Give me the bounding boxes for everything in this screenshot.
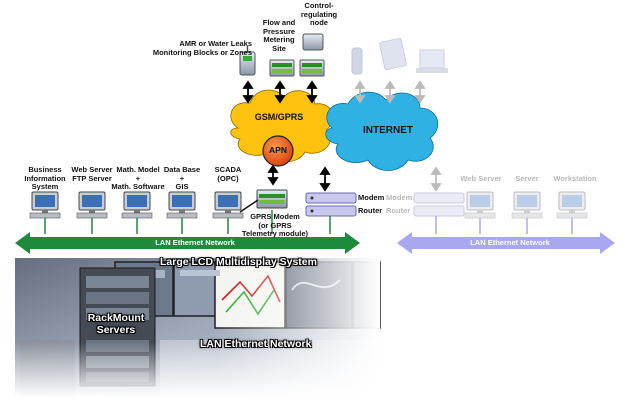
- router-label: Router: [358, 206, 383, 215]
- pc-group-left: [29, 191, 244, 219]
- lan-bar-right: [397, 232, 615, 254]
- pc-business-info-icon: [29, 191, 61, 219]
- link-arrows: [242, 80, 331, 192]
- scada-label: SCADA (OPC): [214, 165, 242, 183]
- workstation-label-faded: Workstation: [553, 174, 597, 183]
- web-ftp-label: Web Server FTP Server: [71, 165, 113, 183]
- lan-left-label: LAN Ethernet Network: [155, 238, 235, 247]
- lan-right-label: LAN Ethernet Network: [470, 238, 550, 247]
- flow-site-label: Flow and Pressure Metering Site: [262, 18, 296, 53]
- modem-label: Modem: [358, 193, 385, 202]
- control-node-label: Control- regulating node: [300, 1, 338, 27]
- router-box-faded: [413, 205, 465, 217]
- bis-label: Business Information System: [24, 165, 66, 191]
- web-server-label-faded: Web Server: [460, 174, 502, 183]
- pc-web-ftp-icon: [76, 191, 108, 219]
- modem-box: [305, 192, 357, 204]
- pc-web-server-icon: [464, 191, 496, 219]
- gprs-modem-label: GPRS Modem (or GPRS Telemetry module): [241, 212, 309, 238]
- database-gis-label: Data Base + GIS: [163, 165, 201, 191]
- lcd-multidisplay-label: Large LCD Multidisplay System: [160, 256, 317, 268]
- gsm-gprs-label: GSM/GPRS: [254, 112, 304, 122]
- pc-math-model-icon: [121, 191, 153, 219]
- router-box: [305, 205, 357, 217]
- server-label-faded: Server: [515, 174, 539, 183]
- lan-bar-left: [15, 232, 360, 254]
- amr-label: AMR or Water Leaks Monitoring Blocks or …: [152, 39, 252, 57]
- amr-meter-icon: [239, 46, 256, 76]
- photo-collage: [15, 258, 381, 398]
- pc-database-icon: [166, 191, 198, 219]
- math-model-label: Math. Model + Math. Software: [111, 165, 165, 191]
- lan-drop-lines: [44, 210, 331, 234]
- modem-label-faded: Modem: [386, 193, 413, 202]
- modem-box-faded: [413, 192, 465, 204]
- pc-group-right: [464, 191, 588, 219]
- pc-server-icon: [511, 191, 543, 219]
- apn-node: [262, 135, 294, 167]
- pc-scada-icon: [212, 191, 244, 219]
- gprs-modem-icon: [239, 189, 288, 213]
- pc-workstation-icon: [556, 191, 588, 219]
- internet-label: INTERNET: [363, 125, 413, 136]
- router-label-faded: Router: [386, 206, 411, 215]
- lan-photo-label: LAN Ethernet Network: [200, 338, 312, 350]
- mobile-devices-icon: [351, 37, 448, 75]
- internet-cloud: [325, 91, 439, 171]
- apn-label: APN: [269, 145, 287, 155]
- control-node-icon: [299, 33, 325, 77]
- flow-meter-icon: [269, 59, 295, 77]
- lan-drop-lines-right: [435, 216, 573, 234]
- gsm-gprs-cloud: [230, 89, 334, 163]
- rackmount-label: RackMount Servers: [87, 312, 145, 336]
- faded-arrows: [354, 80, 442, 192]
